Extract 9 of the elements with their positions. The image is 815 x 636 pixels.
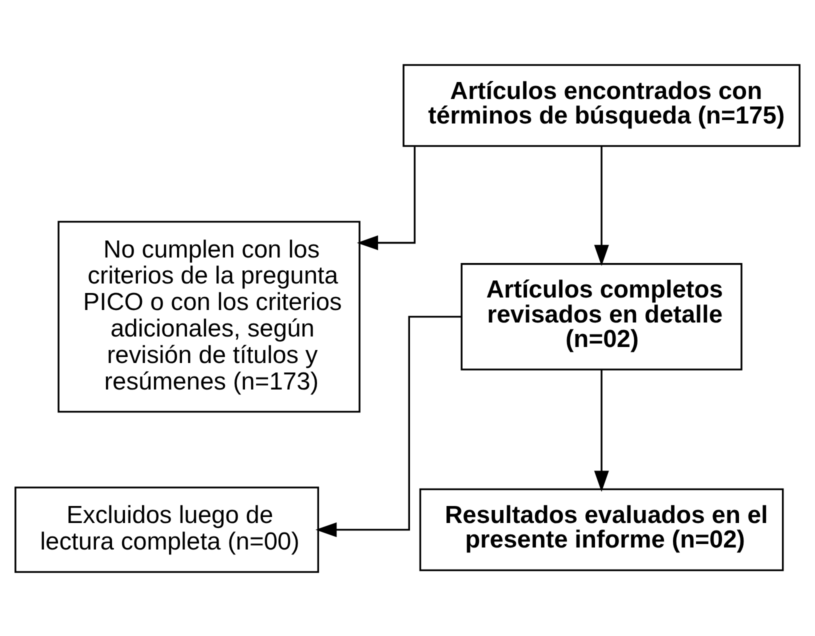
node-box: Excluidos luego de lectura completa (n=00) [14,486,320,572]
arrow [356,146,416,250]
node-box: Artículos completos revisados en detalle (n=02) [460,262,742,370]
arrow [316,315,462,537]
arrow [594,369,609,492]
node-box: No cumplen con los criterios de la pregunta PICO o con los criterios adicionales, según revisión de títulos y resúmenes (n=173) [58,220,360,412]
node-box: Artículos encontrados con términos de búsqueda (n=175) [402,64,800,146]
node-box: Resultados evaluados en el presente informe (n=02) [419,488,784,571]
arrow [594,146,609,266]
